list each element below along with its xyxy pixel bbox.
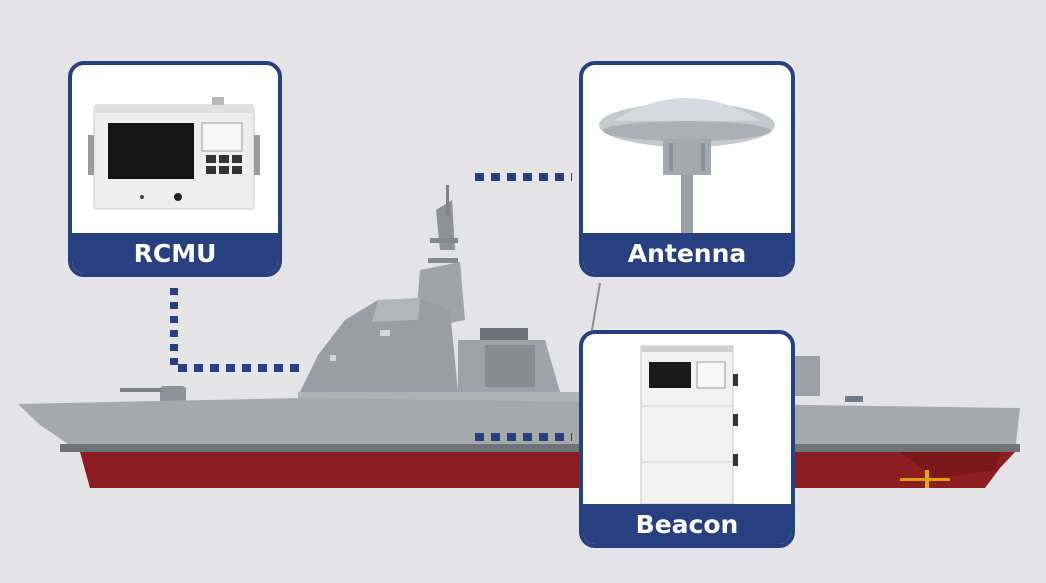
antenna-label: Antenna xyxy=(583,233,791,273)
antenna-card: Antenna xyxy=(579,61,795,277)
beacon-photo xyxy=(583,334,791,504)
rcmu-card: RCMU xyxy=(68,61,282,277)
antenna-photo xyxy=(583,65,791,233)
rcmu-label: RCMU xyxy=(72,233,278,273)
beacon-cabinet-icon xyxy=(640,345,738,504)
dome-antenna-icon xyxy=(599,98,775,233)
control-unit-device-icon xyxy=(88,97,260,210)
beacon-label: Beacon xyxy=(583,504,791,544)
rcmu-photo xyxy=(72,65,278,233)
beacon-card: Beacon xyxy=(579,330,795,548)
